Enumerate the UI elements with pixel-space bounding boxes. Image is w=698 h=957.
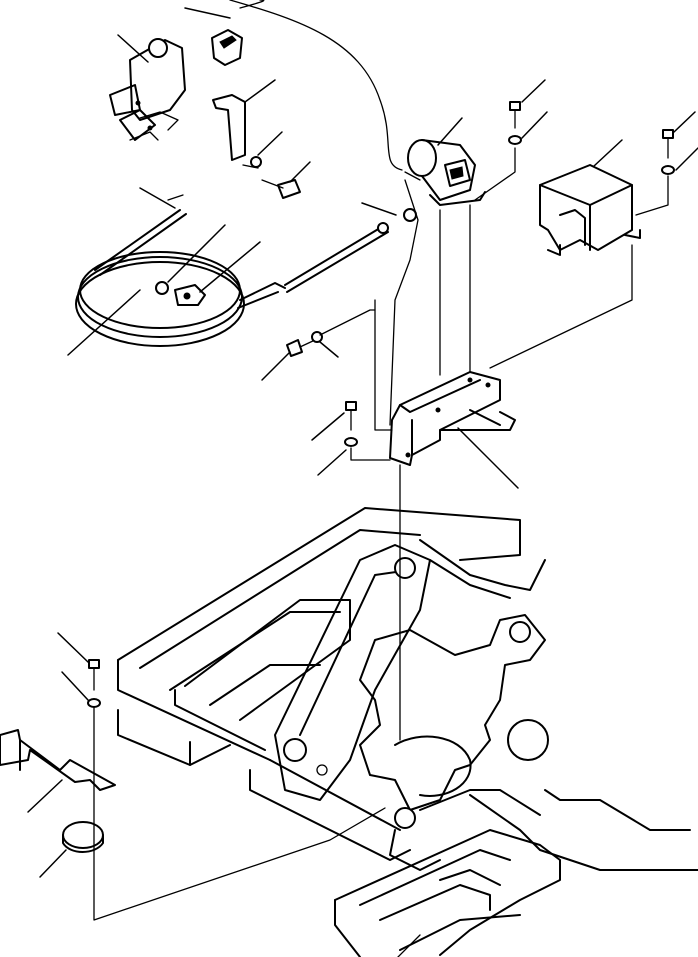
callout-leader bbox=[457, 427, 519, 489]
bolt bbox=[286, 339, 316, 357]
bolt bbox=[261, 179, 301, 199]
callout-leader bbox=[67, 289, 141, 356]
callout-leader bbox=[311, 412, 345, 441]
lock-washer bbox=[87, 698, 101, 708]
lock-washer bbox=[311, 331, 323, 343]
callout-leader bbox=[317, 449, 347, 476]
mounting-bracket-small bbox=[212, 94, 246, 161]
callout-leader bbox=[199, 241, 261, 293]
callout-leader bbox=[184, 7, 231, 19]
callout-leader bbox=[521, 79, 546, 103]
callout-leader bbox=[139, 187, 176, 209]
callout-leader bbox=[117, 34, 149, 63]
callout-leaders bbox=[27, 7, 698, 878]
lock-washer bbox=[250, 156, 262, 168]
cap-plate bbox=[62, 821, 104, 853]
bolt bbox=[345, 401, 357, 431]
callout-leader bbox=[673, 111, 696, 133]
callout-leader bbox=[257, 131, 283, 156]
hose-fitting bbox=[155, 281, 206, 306]
callout-leader bbox=[521, 111, 548, 139]
assembly-lines bbox=[93, 0, 669, 921]
callout-leader bbox=[57, 632, 89, 663]
callout-leader bbox=[27, 779, 63, 813]
bolt bbox=[662, 129, 674, 159]
cover-plate bbox=[539, 164, 641, 256]
callout-leader bbox=[675, 147, 698, 171]
hose-tube bbox=[284, 224, 386, 286]
callout-leader bbox=[244, 79, 276, 103]
callout-leader bbox=[361, 202, 397, 216]
pressure-switch-motor bbox=[404, 139, 486, 206]
hose-tube bbox=[286, 231, 389, 293]
o-ring bbox=[403, 208, 417, 222]
bolt bbox=[88, 659, 100, 691]
callout-leader bbox=[593, 139, 623, 167]
callout-leader bbox=[167, 224, 226, 283]
revolving-frame bbox=[117, 507, 698, 957]
hose-end bbox=[377, 222, 389, 234]
lock-washer bbox=[344, 437, 358, 447]
hose-coil bbox=[75, 209, 286, 347]
lock-washer bbox=[508, 135, 522, 145]
connector-housing bbox=[211, 29, 243, 66]
solenoid-valve-assembly bbox=[109, 38, 186, 141]
callout-leader bbox=[261, 351, 291, 381]
callout-leader bbox=[61, 671, 89, 701]
lock-washer bbox=[661, 165, 675, 175]
mounting-bracket-main bbox=[389, 371, 516, 466]
callout-leader bbox=[437, 117, 463, 146]
callout-leader bbox=[319, 341, 339, 358]
bolt bbox=[509, 101, 521, 129]
support-bracket bbox=[0, 729, 116, 791]
callout-leader bbox=[289, 161, 311, 183]
callout-leader bbox=[39, 849, 67, 878]
